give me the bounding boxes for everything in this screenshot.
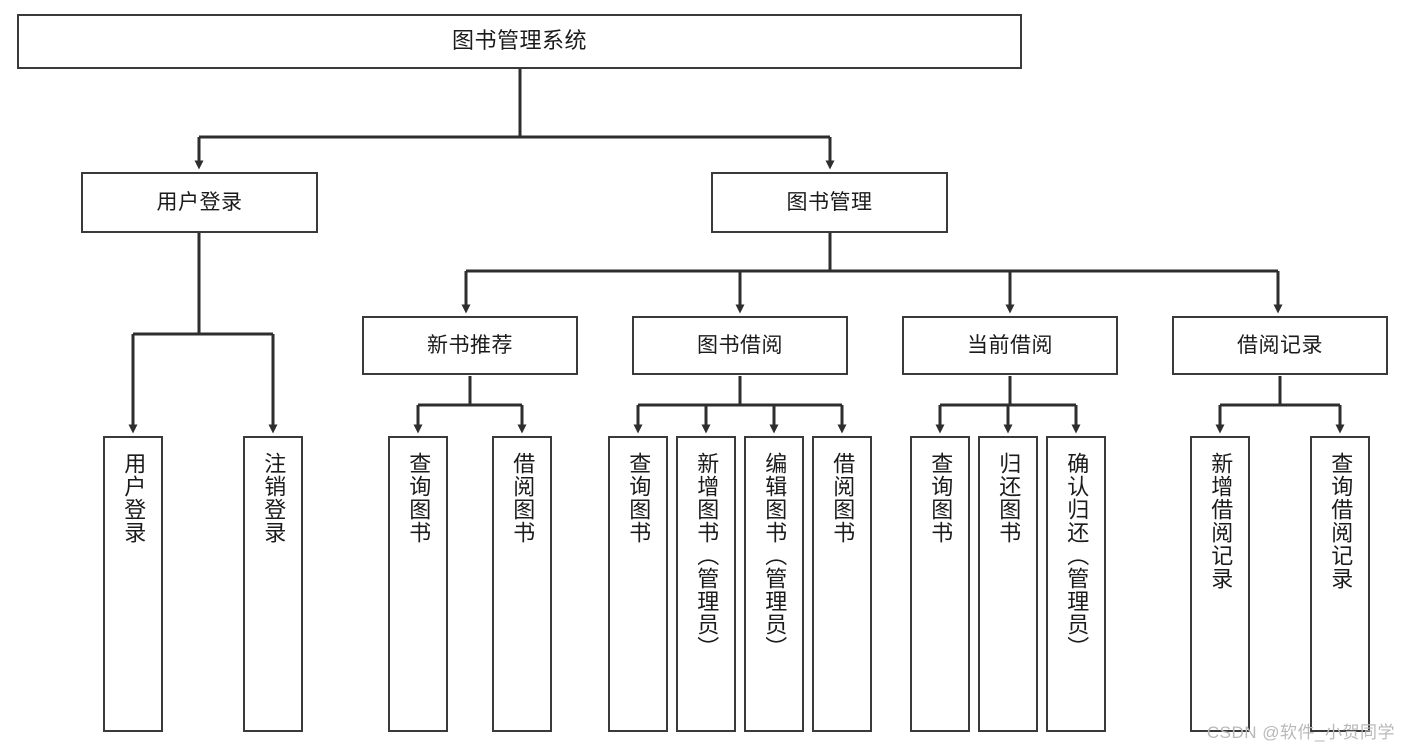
- node-label: 借阅记录: [1237, 333, 1323, 357]
- node-user-login[interactable]: 用户登录: [81, 172, 318, 233]
- leaf-query-book-current[interactable]: 查询图书: [910, 436, 970, 732]
- node-label: 编辑图书（管理员）: [762, 452, 788, 659]
- leaf-query-book-new[interactable]: 查询图书: [388, 436, 448, 732]
- node-label: 查询图书: [626, 452, 652, 544]
- leaf-user-login[interactable]: 用户登录: [103, 436, 163, 732]
- node-borrowing-records[interactable]: 借阅记录: [1172, 316, 1388, 375]
- leaf-confirm-return-admin[interactable]: 确认归还（管理员）: [1046, 436, 1106, 732]
- leaf-borrow-book-new[interactable]: 借阅图书: [492, 436, 552, 732]
- node-label: 确认归还（管理员）: [1064, 452, 1090, 659]
- node-root-book-management-system[interactable]: 图书管理系统: [17, 14, 1022, 69]
- node-book-borrowing[interactable]: 图书借阅: [632, 316, 848, 375]
- node-label: 查询借阅记录: [1328, 452, 1354, 590]
- leaf-logout[interactable]: 注销登录: [243, 436, 303, 732]
- leaf-add-book-admin[interactable]: 新增图书（管理员）: [676, 436, 736, 732]
- node-label: 新书推荐: [427, 333, 513, 357]
- node-label: 查询图书: [406, 452, 432, 544]
- leaf-return-book[interactable]: 归还图书: [978, 436, 1038, 732]
- node-book-management[interactable]: 图书管理: [711, 172, 948, 233]
- node-label: 新增图书（管理员）: [694, 452, 720, 659]
- node-label: 当前借阅: [967, 333, 1053, 357]
- node-label: 用户登录: [156, 190, 243, 214]
- node-current-borrowing[interactable]: 当前借阅: [902, 316, 1118, 375]
- node-label: 注销登录: [261, 452, 287, 544]
- node-label: 借阅图书: [830, 452, 856, 544]
- node-label: 图书借阅: [697, 333, 783, 357]
- leaf-add-borrow-record[interactable]: 新增借阅记录: [1190, 436, 1250, 732]
- node-label: 新增借阅记录: [1208, 452, 1234, 590]
- leaf-edit-book-admin[interactable]: 编辑图书（管理员）: [744, 436, 804, 732]
- node-label: 用户登录: [121, 452, 147, 544]
- leaf-query-book-borrow[interactable]: 查询图书: [608, 436, 668, 732]
- node-label: 图书管理: [786, 190, 873, 214]
- node-new-book-recommendation[interactable]: 新书推荐: [362, 316, 578, 375]
- node-label: 借阅图书: [510, 452, 536, 544]
- leaf-borrow-book[interactable]: 借阅图书: [812, 436, 872, 732]
- node-label: 归还图书: [996, 452, 1022, 544]
- leaf-query-borrow-record[interactable]: 查询借阅记录: [1310, 436, 1370, 732]
- node-label: 图书管理系统: [451, 28, 587, 54]
- node-label: 查询图书: [928, 452, 954, 544]
